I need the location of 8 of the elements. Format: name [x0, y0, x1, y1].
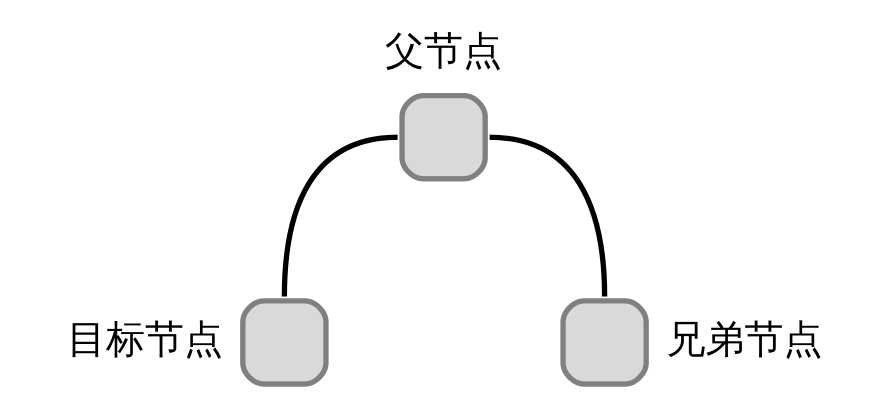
node-box: [240, 298, 329, 387]
node-box: [560, 298, 649, 387]
connector: [282, 134, 398, 297]
node-label: 兄弟节点: [666, 317, 823, 362]
node-label: 父节点: [385, 28, 502, 74]
node-box: [399, 93, 488, 182]
node-label: 目标节点: [66, 317, 223, 362]
connector: [489, 134, 608, 297]
